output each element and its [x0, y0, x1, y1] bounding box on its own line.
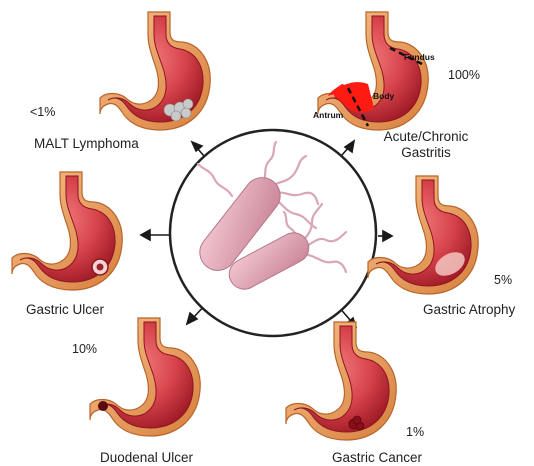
fundus-label: Fundus — [404, 52, 435, 62]
arrow-to-duodenal-ulcer-head — [185, 311, 199, 326]
gastric-atrophy-label: Gastric Atrophy — [423, 302, 516, 317]
arrow-to-gastric-atrophy-head — [382, 229, 394, 243]
fundus-boundary — [389, 46, 423, 66]
gastritis-stomach — [317, 11, 429, 131]
gastritis-percent: 100% — [448, 68, 480, 82]
malt-lymphoma-stomach — [99, 11, 211, 131]
duodenal-ulcer-lesion — [98, 401, 108, 411]
arrow-to-gastritis-head — [343, 139, 356, 154]
gastritis-label-line2: Gastritis — [401, 145, 451, 160]
gastric-cancer-label: Gastric Cancer — [332, 450, 423, 465]
gastric-ulcer-label: Gastric Ulcer — [26, 302, 105, 317]
gastritis-label-line1: Acute/Chronic — [383, 129, 469, 144]
gastric-ulcer-percent: 10% — [72, 342, 98, 356]
lymphoma-nodules — [163, 98, 194, 122]
malt-lymphoma-label: MALT Lymphoma — [34, 136, 139, 151]
gastric-cancer-stomach — [285, 321, 397, 441]
tumor-mass — [348, 415, 365, 431]
gastric-ulcer-stomach — [11, 171, 123, 291]
gastric-cancer-percent: 1% — [406, 425, 425, 439]
body-label: Body — [373, 91, 395, 101]
duodenal-ulcer-label: Duodenal Ulcer — [100, 450, 194, 465]
antrum-boundary — [346, 87, 370, 127]
malt-lymphoma-percent: <1% — [30, 105, 56, 119]
h-pylori-bacteria-icon — [168, 128, 378, 338]
antrum-label: Antrum — [313, 110, 344, 120]
arrow-to-gastric-ulcer-head — [139, 228, 151, 242]
gastric-atrophy-percent: 5% — [494, 273, 513, 287]
duodenal-ulcer-stomach — [89, 317, 201, 437]
arrow-to-malt-lymphoma-head — [190, 140, 204, 153]
atrophy-patch — [435, 252, 465, 276]
gastric-atrophy-stomach — [367, 175, 479, 295]
